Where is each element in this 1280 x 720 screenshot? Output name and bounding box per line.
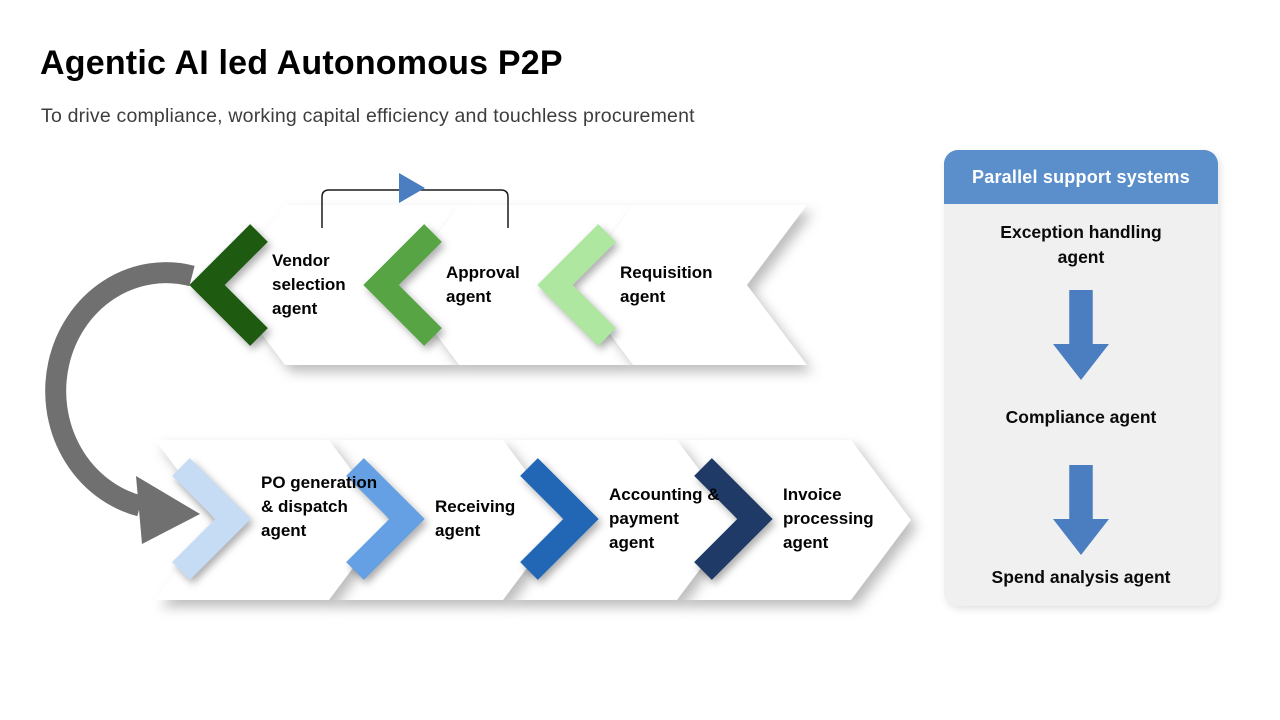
po-generation-arrow-icon [172, 458, 251, 580]
step-label-receiving: Receiving agent [435, 497, 516, 540]
step-label-invoice: Invoice processing agent [783, 485, 874, 552]
panel-item-exception-handling: Exception handling agent [1000, 222, 1162, 267]
requisition-arrow-icon [537, 224, 616, 346]
step-label-po-generation: PO generation & dispatch agent [261, 473, 378, 540]
vendor-selection-arrow-icon [189, 224, 268, 346]
panel-header: Parallel support systems [944, 150, 1218, 204]
page-title: Agentic AI led Autonomous P2P [40, 44, 563, 82]
step-label-requisition: Requisition agent [620, 263, 713, 306]
panel-item-compliance: Compliance agent [1005, 407, 1157, 427]
step-label-vendor-selection: Vendor selection agent [272, 251, 346, 318]
invoice-arrow-icon [694, 458, 773, 580]
parallel-support-panel: Parallel support systems Exception handl… [944, 150, 1218, 606]
step-label-accounting: Accounting & payment agent [609, 485, 720, 552]
page-subtitle: To drive compliance, working capital eff… [41, 105, 695, 127]
down-arrow-icon [1053, 465, 1109, 555]
panel-item-spend-analysis: Spend analysis agent [991, 567, 1171, 587]
down-arrow-icon [1053, 290, 1109, 380]
step-label-approval: Approval agent [446, 263, 520, 306]
loopback-triangle-icon [399, 173, 425, 203]
approval-arrow-icon [363, 224, 442, 346]
panel-header-label: Parallel support systems [972, 166, 1190, 187]
accounting-arrow-icon [520, 458, 599, 580]
receiving-arrow-icon [346, 458, 425, 580]
chevron-band-requisition [573, 205, 807, 365]
